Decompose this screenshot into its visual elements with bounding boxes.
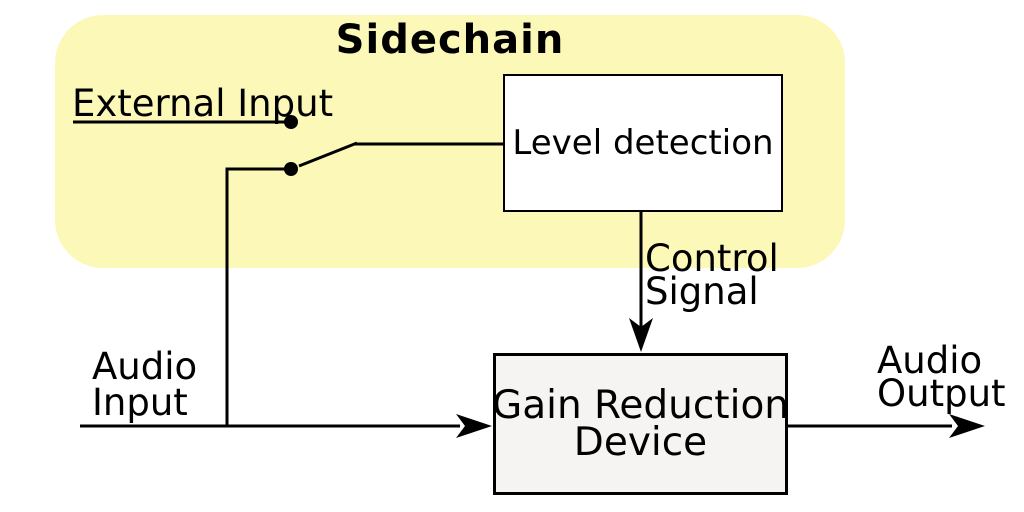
- gain-reduction-line1: Gain Reduction: [491, 383, 790, 428]
- level-detection-box: Level detection: [503, 74, 783, 212]
- gain-reduction-device-box: Gain Reduction Device: [491, 353, 790, 495]
- audio-input-line2: Input: [92, 381, 188, 424]
- audio-output-label: Audio Output: [877, 339, 1006, 415]
- control-signal-label: Control Signal: [645, 237, 779, 313]
- control-signal-arrowhead: [629, 318, 653, 352]
- switch-contact-dot: [284, 115, 298, 129]
- gain-reduction-line2: Device: [573, 420, 708, 465]
- audio-output-line2: Output: [877, 372, 1006, 415]
- audio-branch-wire: [225, 167, 291, 426]
- audio-input-line1: Audio: [92, 345, 198, 388]
- switch-arm: [298, 141, 358, 168]
- audio-input-arrowhead: [456, 414, 492, 438]
- audio-output-line1: Audio: [877, 339, 983, 382]
- audio-output-arrowhead: [949, 414, 985, 438]
- control-signal-line2: Signal: [645, 270, 759, 313]
- external-input-label: External Input: [72, 82, 334, 125]
- control-signal-line1: Control: [645, 237, 779, 280]
- level-detection-label: Level detection: [512, 123, 774, 163]
- audio-input-label: Audio Input: [92, 345, 198, 424]
- sidechain-title: Sidechain: [335, 17, 565, 63]
